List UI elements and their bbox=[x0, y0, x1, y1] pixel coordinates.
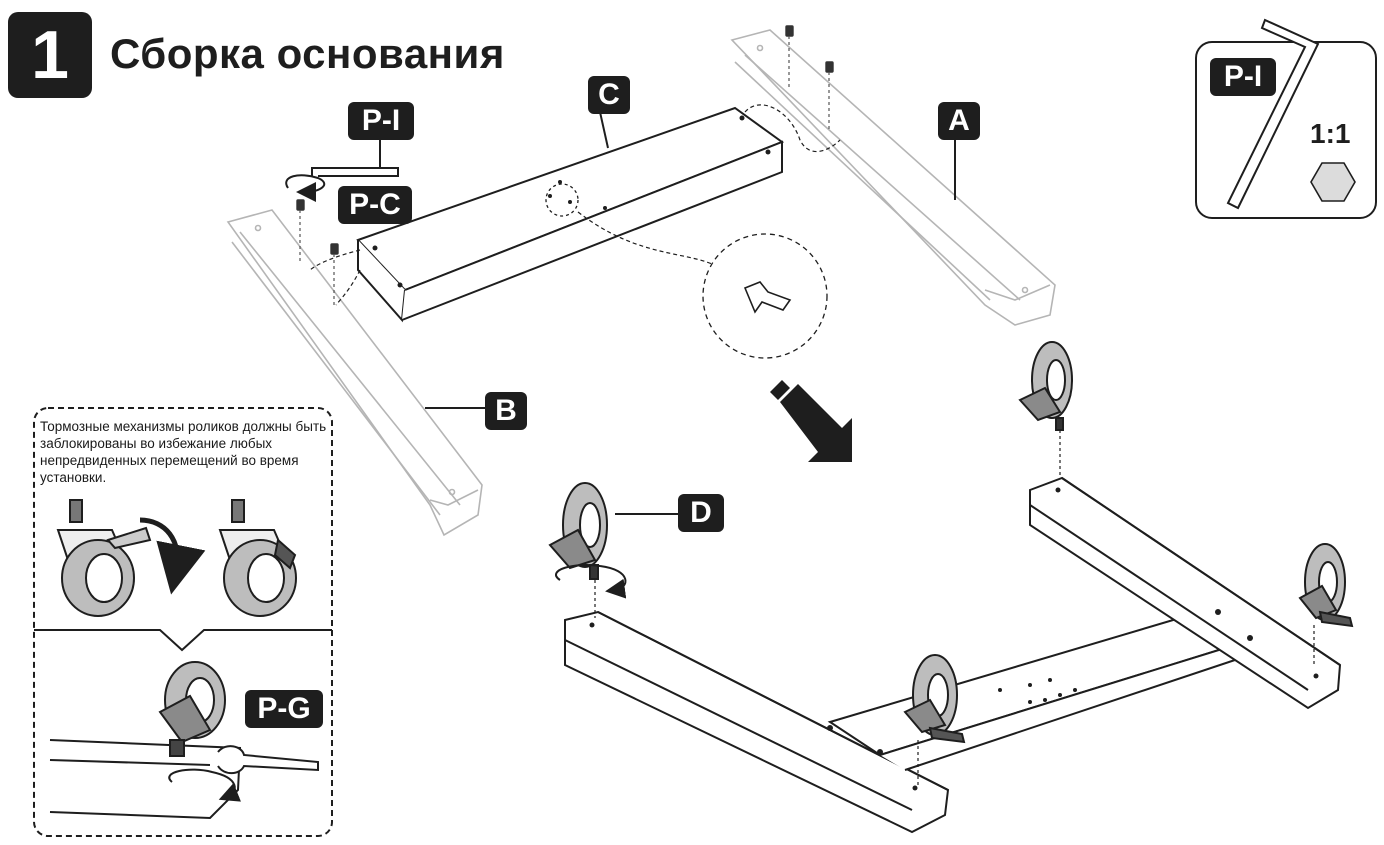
rotate-arrow-caster bbox=[555, 564, 627, 599]
caster-far-right bbox=[1298, 543, 1354, 628]
rotate-arrow-top bbox=[285, 174, 326, 202]
note-panel bbox=[33, 407, 333, 837]
label-allen-key: P-I bbox=[348, 102, 414, 140]
screws-b bbox=[296, 199, 339, 255]
tool-box-scale: 1:1 bbox=[1310, 118, 1351, 149]
tool-box-label: P-I bbox=[1210, 58, 1276, 96]
caster-back-right bbox=[1018, 341, 1073, 431]
label-part-c: C bbox=[588, 76, 630, 114]
caster-front-right bbox=[903, 654, 966, 744]
rotate-arrow-brake bbox=[139, 517, 206, 595]
label-screw: P-C bbox=[338, 186, 412, 224]
hex-icon bbox=[1310, 162, 1356, 202]
caster-brake-note: Тормозные механизмы роликов должны быть … bbox=[40, 419, 327, 485]
rotate-arrow-wrench bbox=[168, 768, 242, 802]
label-part-a: A bbox=[938, 102, 980, 140]
crossbar-c bbox=[356, 106, 785, 323]
label-wrench: P-G bbox=[245, 690, 323, 728]
wrench-detail bbox=[49, 661, 319, 820]
detail-zoom-circle bbox=[702, 233, 828, 359]
direction-arrow bbox=[770, 380, 852, 462]
caster-d bbox=[548, 482, 608, 580]
label-part-d: D bbox=[678, 494, 724, 532]
caster-locked bbox=[218, 499, 297, 617]
leg-b bbox=[226, 209, 483, 537]
step-number-badge: 1 bbox=[8, 12, 92, 98]
allen-key bbox=[311, 167, 399, 177]
leg-a bbox=[730, 29, 1056, 326]
caster-unlocked bbox=[56, 499, 152, 617]
step-title: Сборка основания bbox=[110, 30, 505, 77]
label-part-b: B bbox=[485, 392, 527, 430]
